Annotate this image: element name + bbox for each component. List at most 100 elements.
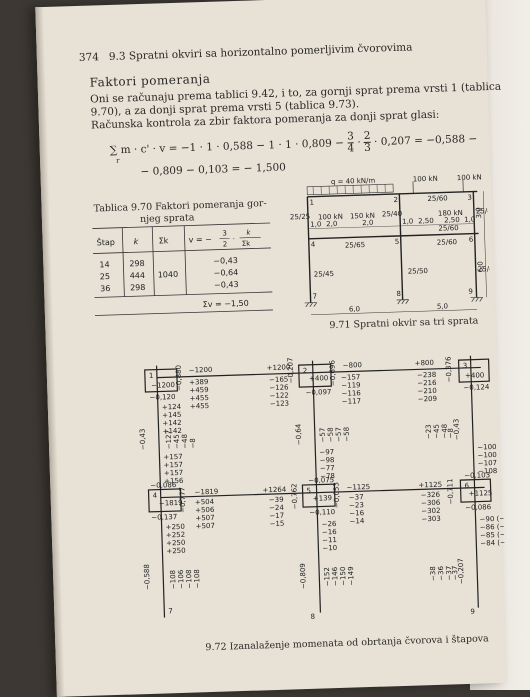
dim-label: 1,0 [464, 216, 475, 224]
column-value: −0,64 [294, 423, 303, 445]
dim-label: 2,50 [444, 216, 460, 224]
node-value: +400 [465, 371, 484, 380]
load-label: 100 kN [413, 175, 438, 184]
column-value: −108 [193, 569, 202, 588]
node-number: 9 [468, 288, 473, 296]
dim-label: 1,0 [402, 217, 413, 225]
moment-value: −303 [421, 515, 440, 524]
column-value: −149 [347, 566, 356, 585]
dim-label: 3,0 [475, 207, 483, 218]
fraction: 2 3 [364, 131, 371, 154]
header-sumk: Σk [159, 236, 169, 245]
cell-stap: 36 [100, 284, 110, 293]
node-number: 7 [168, 607, 173, 615]
node-number: 8 [396, 290, 401, 298]
moment-value: +250 [166, 547, 185, 556]
fraction-den: 4 [347, 143, 354, 154]
node-value: −0,762 [290, 483, 299, 509]
sum-subscript: r [116, 157, 120, 165]
node-number: 6 [469, 236, 474, 244]
section-label: 25/25 [290, 213, 310, 222]
node-value: −0,124 [463, 383, 490, 392]
dim-label: 6,0 [476, 261, 484, 272]
header-v: v = − [189, 235, 213, 245]
formula-dot: · [357, 137, 361, 149]
node-number: 5 [306, 487, 311, 495]
frame-diagram: q = 40 kN/m 100 kN 100 kN 1 2 3 4 5 6 7 … [287, 171, 491, 319]
shift-factor-table: Štap k Σk v = − 3 2 · k Σk 14 298 −0,43 … [92, 222, 275, 320]
node-number: 6 [464, 482, 469, 490]
node-value: −0,103 [464, 471, 490, 480]
node-value: −0,086 [150, 481, 177, 490]
cell-v: −0,64 [214, 268, 239, 278]
cell-sumk: 1040 [158, 270, 179, 280]
section-label: 25/60 [427, 194, 447, 203]
node-number: 5 [395, 238, 400, 246]
node-number: 8 [310, 613, 315, 621]
cell-k: 298 [130, 283, 146, 292]
fraction: 3 4 [347, 131, 354, 154]
column-value: −8 [447, 428, 455, 439]
node-value: +139 [313, 494, 332, 503]
node-value: −0,075 [308, 476, 334, 485]
section-label: 25/45 [314, 270, 334, 279]
node-value: −0,880 [175, 365, 184, 391]
column-value: −0,809 [299, 563, 308, 589]
moment-value: −123 [270, 399, 289, 408]
moment-value: −15 [270, 520, 285, 528]
section-label: 25/65 [345, 241, 365, 250]
cell-k: 444 [130, 271, 146, 280]
section-label: 25/40 [382, 210, 402, 219]
header-stap: Štap [97, 236, 116, 248]
cell-stap: 25 [100, 272, 110, 281]
header-frac-den: 2 [223, 240, 228, 248]
node-value: −0,097 [305, 388, 331, 397]
node-value: +1125 [469, 489, 493, 498]
table-caption: njeg sprata [140, 212, 195, 225]
dim-label: 1,0 [310, 220, 321, 228]
dim-label: 2,0 [362, 219, 373, 227]
book-page: 3 7 4 9.3 Spratni okviri sa horizontalno p… [35, 0, 506, 697]
formula-lhs: ∑ m · c' · v = −1 · 1 · 0,588 − 1 · 1 · … [110, 137, 348, 156]
formula-rest: · 0,207 = −0,588 − [374, 133, 478, 148]
node-value: −0,053 [332, 482, 341, 508]
column-value: −0,43 [139, 428, 148, 450]
header-frac-num: 3 [222, 229, 227, 237]
node-value: −0,120 [149, 393, 175, 402]
moment-value: −84 (−56) [480, 538, 507, 547]
moment-value: −1200 [189, 366, 213, 375]
dim-label: 5,0 [437, 302, 448, 310]
moment-value: +1125 [418, 481, 442, 490]
node-number: 4 [311, 241, 316, 249]
node-number: 7 [312, 293, 317, 301]
node-value: −0,376 [444, 356, 453, 383]
dim-label: 2,50 [418, 217, 434, 225]
header-dot: · [233, 235, 235, 243]
formula-line: ∑ m · c' · v = −1 · 1 · 0,588 − 1 · 1 · … [109, 127, 477, 162]
cell-v: −0,43 [213, 256, 238, 266]
node-value: −0,777 [178, 487, 187, 513]
moment-value: −800 [343, 361, 362, 370]
running-title: 9.3 Spratni okviri sa horizontalno pomer… [109, 41, 413, 63]
column-value: −58 [343, 427, 351, 442]
fraction-den: 3 [364, 143, 371, 154]
node-value: −0,137 [151, 513, 177, 522]
node-value: −0,696 [328, 359, 337, 386]
dim-label: 2,0 [326, 220, 337, 228]
load-label: 100 kN [457, 173, 482, 182]
node-number: 1 [309, 199, 314, 207]
formula-line-2: − 0,809 − 0,103 = − 1,500 [140, 161, 286, 178]
moment-value: −1819 [194, 488, 218, 497]
section-label: 25/60 [438, 224, 458, 233]
moment-value: −1125 [346, 483, 370, 492]
moment-value: +455 [190, 402, 209, 411]
cell-k: 298 [129, 259, 145, 268]
node-value: −0,086 [465, 503, 492, 512]
node-value: +400 [309, 374, 328, 383]
column-value: −8 [189, 438, 197, 449]
figure-caption: 9.71 Spratni okvir sa tri sprata [329, 315, 478, 331]
node-number: 4 [153, 492, 158, 500]
node-number: 3 [463, 362, 468, 370]
moment-value: +800 [415, 359, 434, 368]
moment-value: +507 [196, 522, 215, 531]
